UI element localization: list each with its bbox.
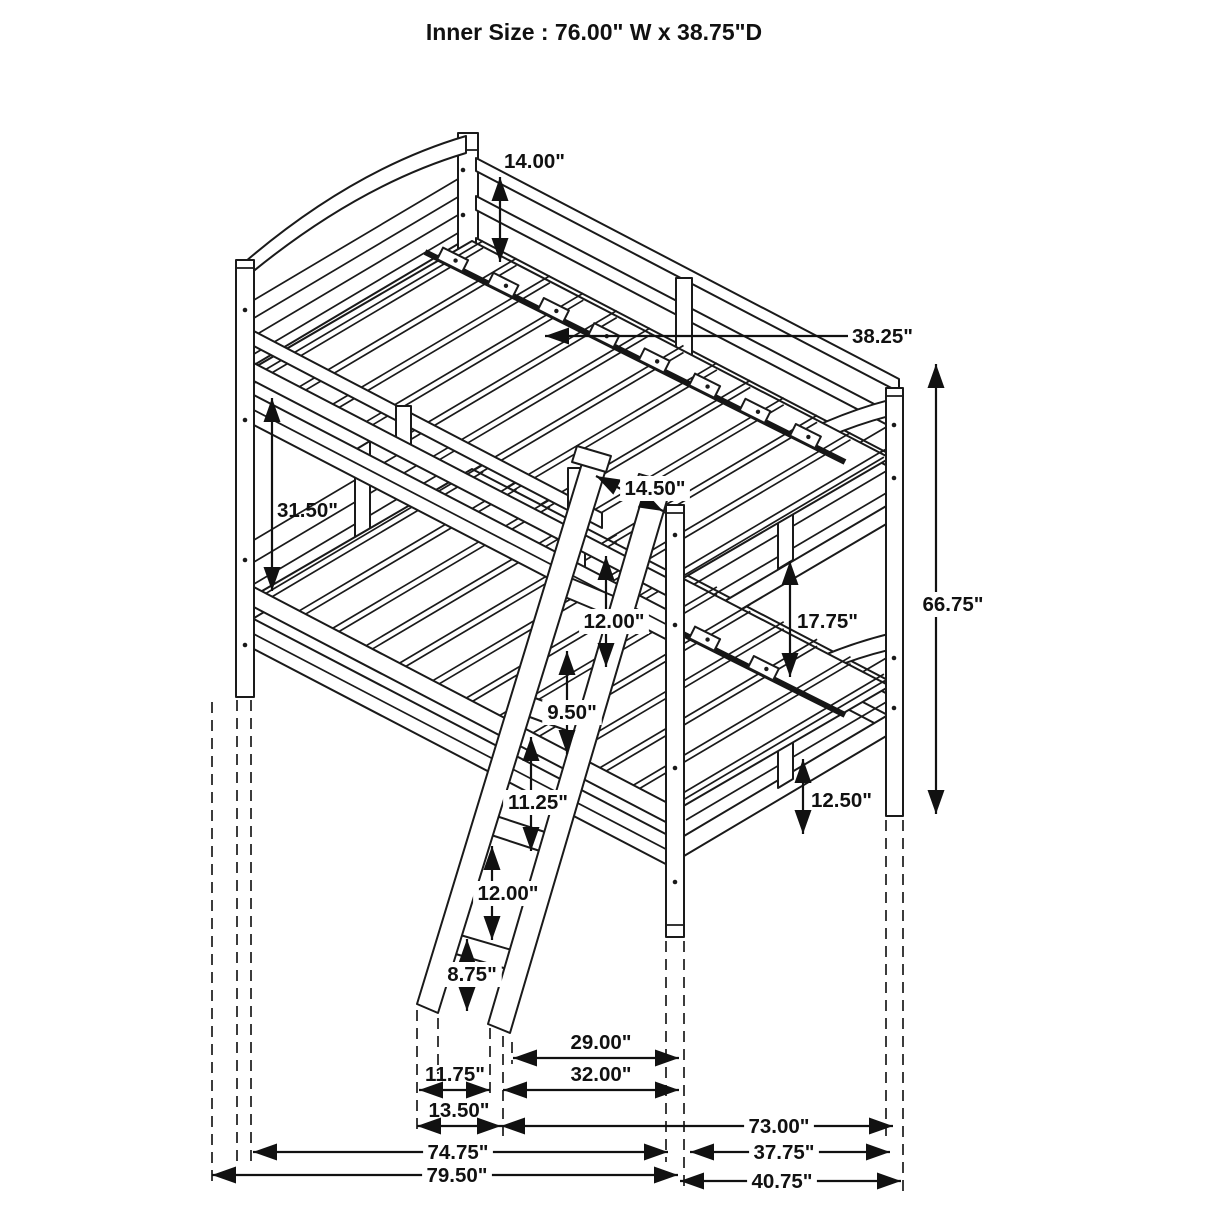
- dim-38.25in: 38.25": [545, 325, 913, 348]
- svg-text:13.50": 13.50": [428, 1099, 489, 1122]
- dim-9.50in: 9.50": [542, 651, 602, 754]
- dim-66.75in: 66.75": [918, 364, 988, 814]
- dim-14.00in: 14.00": [491, 150, 565, 262]
- diagram-title: Inner Size : 76.00" W x 38.75"D: [426, 19, 762, 45]
- dim-11.25in: 11.25": [503, 737, 573, 851]
- dim-37.75in: 37.75": [690, 1140, 890, 1165]
- dim-29.00in: 29.00": [513, 1031, 679, 1067]
- svg-text:32.00": 32.00": [570, 1063, 631, 1086]
- dim-74.75in: 74.75": [253, 1140, 668, 1165]
- svg-text:40.75": 40.75": [751, 1170, 812, 1193]
- dim-11.75in: 11.75": [419, 1063, 490, 1099]
- dim-73.00in: 73.00": [501, 1114, 893, 1139]
- dim-31.50in: 31.50": [263, 398, 338, 591]
- svg-text:12.00": 12.00": [477, 882, 538, 905]
- svg-text:9.50": 9.50": [547, 701, 597, 724]
- dim-13.50in: 13.50": [417, 1099, 501, 1135]
- svg-text:37.75": 37.75": [753, 1141, 814, 1164]
- svg-text:29.00": 29.00": [570, 1031, 631, 1054]
- svg-text:79.50": 79.50": [426, 1164, 487, 1187]
- dim-8.75in: 8.75": [442, 939, 502, 1011]
- dim-12.50in: 12.50": [794, 759, 872, 834]
- svg-text:66.75": 66.75": [922, 593, 983, 616]
- dim-17.75in: 17.75": [781, 561, 858, 677]
- svg-text:73.00": 73.00": [748, 1115, 809, 1138]
- svg-text:74.75": 74.75": [427, 1141, 488, 1164]
- svg-text:12.50": 12.50": [811, 789, 872, 812]
- svg-text:12.00": 12.00": [583, 610, 644, 633]
- svg-text:11.25": 11.25": [508, 791, 568, 814]
- dim-32.00in: 32.00": [503, 1063, 679, 1099]
- dim-79.50in: 79.50": [212, 1163, 678, 1188]
- svg-text:31.50": 31.50": [277, 499, 338, 522]
- svg-text:11.75": 11.75": [425, 1063, 485, 1086]
- svg-text:38.25": 38.25": [852, 325, 913, 348]
- svg-text:8.75": 8.75": [447, 963, 497, 986]
- dim-40.75in: 40.75": [680, 1169, 901, 1194]
- svg-text:17.75": 17.75": [797, 610, 858, 633]
- dim-14.50in: 14.50": [595, 475, 690, 512]
- dim-12.00in: 12.00": [579, 556, 649, 667]
- svg-text:14.00": 14.00": [504, 150, 565, 173]
- dim-12.00in: 12.00": [473, 846, 543, 940]
- svg-text:14.50": 14.50": [624, 477, 685, 500]
- bed-posts: [235, 167, 904, 938]
